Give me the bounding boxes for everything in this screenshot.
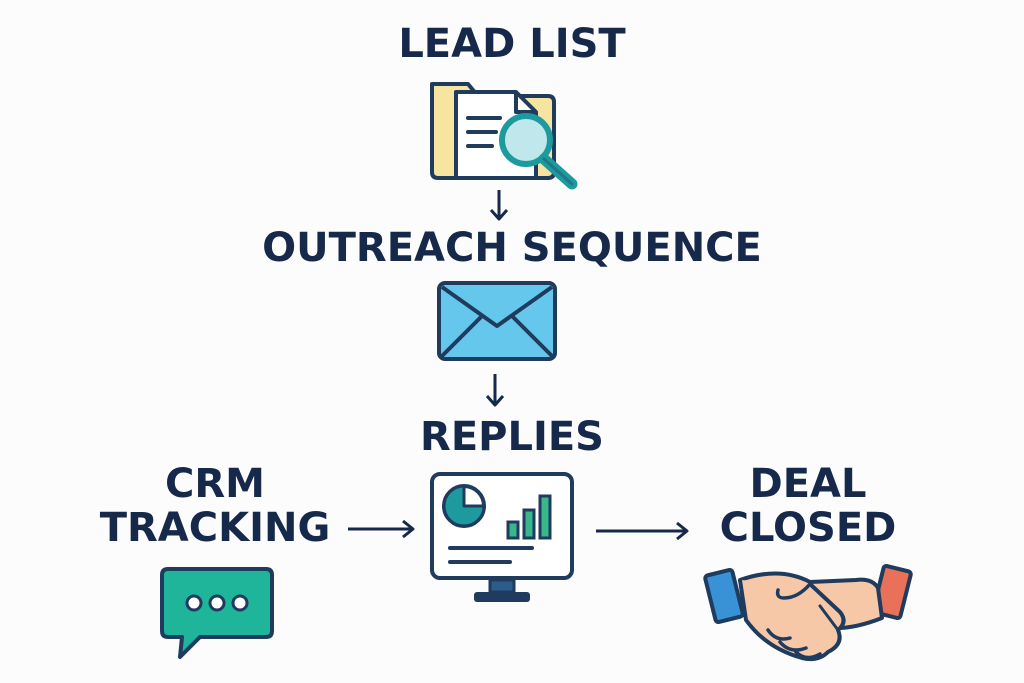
handshake-icon xyxy=(703,563,913,662)
arrow-replies-to-deal xyxy=(596,521,689,541)
arrow-outreach-to-replies xyxy=(485,374,505,407)
monitor-dashboard-icon xyxy=(430,472,574,602)
arrow-lead-to-outreach xyxy=(489,190,509,221)
lead-list-label: LEAD LIST xyxy=(398,21,626,67)
deal-closed-label: DEAL CLOSED xyxy=(688,462,928,550)
outreach-sequence-label: OUTREACH SEQUENCE xyxy=(262,225,762,271)
crm-tracking-line-2: TRACKING xyxy=(99,505,331,551)
envelope-icon xyxy=(437,281,557,361)
folder-search-icon xyxy=(430,82,578,190)
replies-label: REPLIES xyxy=(420,414,604,460)
crm-tracking-label: CRM TRACKING xyxy=(80,462,350,550)
chat-bubble-icon xyxy=(160,567,274,659)
arrow-crm-to-replies xyxy=(348,519,415,539)
deal-closed-line-1: DEAL xyxy=(749,461,867,507)
deal-closed-line-2: CLOSED xyxy=(719,505,897,551)
crm-tracking-line-1: CRM xyxy=(165,461,265,507)
